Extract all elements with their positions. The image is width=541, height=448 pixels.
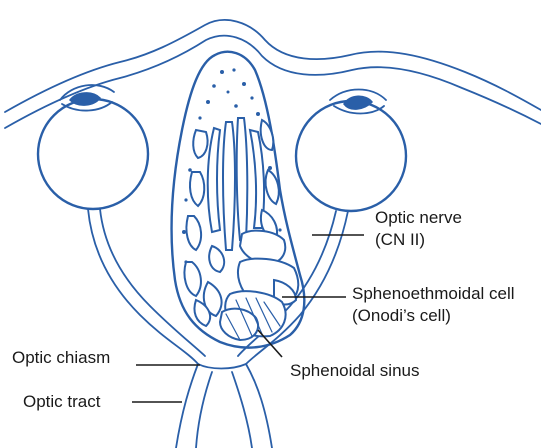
label-sphenoethmoidal-line2: (Onodi’s cell) (352, 305, 515, 327)
right-optic-tract-inner (232, 372, 252, 448)
label-optic-nerve-line2: (CN II) (375, 229, 462, 251)
label-optic-nerve-line1: Optic nerve (375, 207, 462, 229)
left-optic-tract-inner (196, 372, 212, 448)
label-sphenoethmoidal-line1: Sphenoethmoidal cell (352, 283, 515, 305)
right-eyeball (296, 101, 406, 211)
left-eye-lens (70, 93, 100, 105)
sphenoidal-sinus (220, 291, 286, 340)
label-optic-chiasm: Optic chiasm (12, 347, 110, 369)
label-optic-tract: Optic tract (23, 391, 100, 413)
label-optic-nerve: Optic nerve (CN II) (375, 207, 462, 251)
skull-inner-contour (5, 36, 541, 128)
left-optic-tract (176, 364, 198, 448)
label-sphenoethmoidal-cell: Sphenoethmoidal cell (Onodi’s cell) (352, 283, 515, 327)
left-eyeball (38, 99, 148, 209)
optic-chiasm (198, 364, 246, 369)
label-sphenoidal-sinus: Sphenoidal sinus (290, 360, 419, 382)
right-eye-lens (344, 96, 372, 109)
